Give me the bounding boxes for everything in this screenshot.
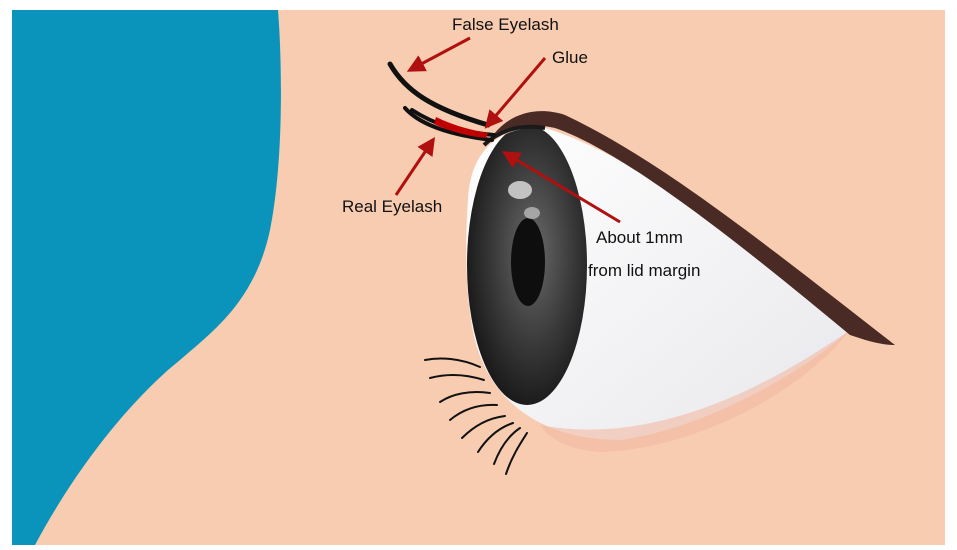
eye-highlight-small (524, 207, 540, 219)
glue-label: Glue (552, 49, 588, 66)
distance-label-line1: About 1mm (596, 229, 683, 246)
eye-pupil (511, 218, 545, 306)
false-eyelash-label: False Eyelash (452, 16, 559, 33)
real-eyelash-label: Real Eyelash (342, 198, 442, 215)
eye-highlight (508, 181, 532, 199)
distance-label-line2: from lid margin (588, 262, 700, 279)
